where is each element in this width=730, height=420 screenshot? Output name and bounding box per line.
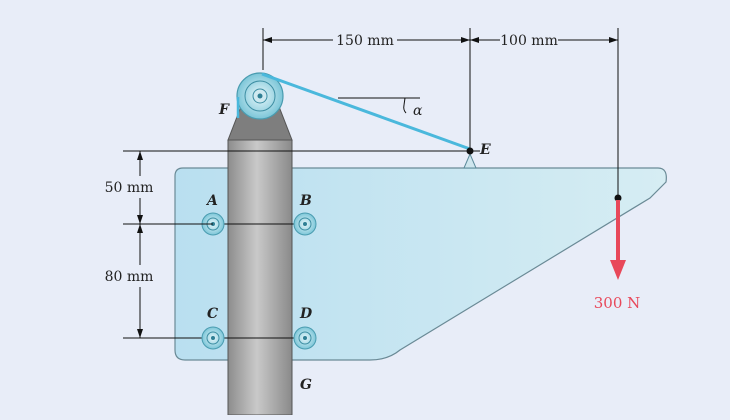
point-e: [466, 147, 474, 155]
dimension-80mm: 80 mm: [105, 224, 154, 338]
dimension-100mm: 100 mm: [470, 33, 618, 49]
force-arrow: [610, 200, 626, 280]
label-g: G: [300, 377, 312, 393]
roller-d: [293, 326, 317, 350]
dimension-100mm-label: 100 mm: [500, 33, 558, 49]
label-c: C: [207, 306, 218, 322]
angle-arc: [403, 97, 407, 114]
label-d: D: [299, 306, 313, 322]
label-f: F: [218, 102, 230, 118]
label-b: B: [299, 193, 312, 209]
label-a: A: [205, 193, 218, 209]
angle-label: α: [413, 103, 423, 119]
dimension-150mm-label: 150 mm: [336, 33, 394, 49]
dimension-150mm: 150 mm: [262, 28, 470, 70]
dimension-50mm: 50 mm: [105, 151, 154, 224]
roller-b: [293, 212, 317, 236]
label-e: E: [479, 142, 491, 158]
pulley-f: [236, 72, 284, 120]
roller-c: [201, 326, 225, 350]
support-e: [463, 152, 477, 169]
vertical-post: [227, 139, 293, 416]
cable: [261, 72, 471, 151]
load-point: [614, 194, 622, 202]
dimension-80mm-label: 80 mm: [105, 269, 154, 285]
force-label: 300 N: [594, 294, 641, 312]
dimension-50mm-label: 50 mm: [105, 180, 154, 196]
